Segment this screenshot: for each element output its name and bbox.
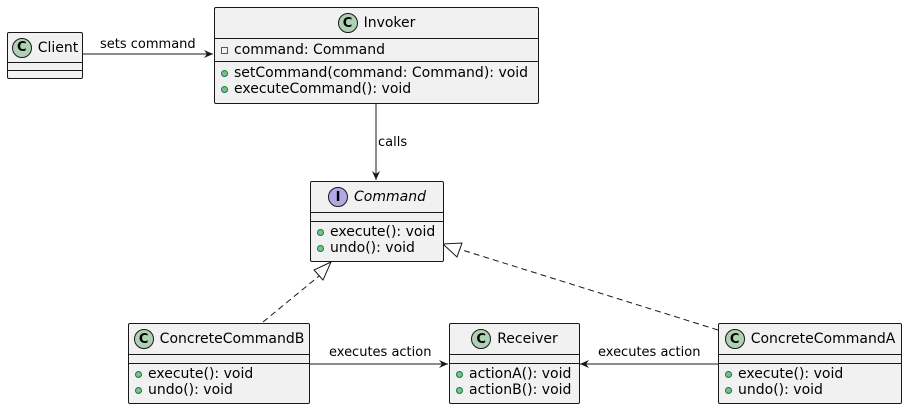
public-visibility-icon <box>221 69 228 77</box>
fields-section <box>450 355 579 364</box>
class-name: Client <box>37 39 79 56</box>
class-header: C ConcreteCommandA <box>719 324 901 355</box>
method-text: executeCommand(): void <box>234 81 412 97</box>
class-header: C Client <box>8 33 82 63</box>
label-calls: calls <box>378 135 408 150</box>
class-badge-icon: C <box>724 329 745 349</box>
class-badge-icon: C <box>133 329 154 349</box>
public-visibility-icon <box>135 386 142 394</box>
method-row: execute(): void <box>311 224 443 240</box>
label-sets-command: sets command <box>100 37 196 52</box>
class-header: C ConcreteCommandB <box>129 324 309 355</box>
realization-head-a <box>441 242 463 258</box>
class-header: I Command <box>311 182 443 213</box>
private-visibility-icon <box>221 46 228 54</box>
public-visibility-icon <box>456 370 463 378</box>
public-visibility-icon <box>456 386 463 394</box>
class-header: C Invoker <box>215 8 538 39</box>
label-executes-action-a: executes action <box>598 345 701 360</box>
class-header: C Receiver <box>450 324 579 355</box>
field-row: command: Command <box>215 42 538 58</box>
method-row: undo(): void <box>129 382 309 398</box>
class-name: Receiver <box>497 331 558 347</box>
methods-section: execute(): void undo(): void <box>311 222 443 258</box>
methods-section: setCommand(command: Command): void execu… <box>215 62 538 100</box>
method-text: setCommand(command: Command): void <box>234 65 529 81</box>
field-text: command: Command <box>234 42 385 58</box>
method-row: undo(): void <box>719 382 901 398</box>
methods-section <box>8 71 82 78</box>
methods-section: actionA(): void actionB(): void <box>450 364 579 400</box>
methods-section: execute(): void undo(): void <box>129 364 309 400</box>
interface-command: I Command execute(): void undo(): void <box>310 181 444 262</box>
method-text: execute(): void <box>738 366 844 382</box>
fields-section <box>311 213 443 222</box>
class-name: Invoker <box>363 15 416 31</box>
method-row: setCommand(command: Command): void <box>215 65 538 81</box>
method-text: undo(): void <box>738 382 823 398</box>
public-visibility-icon <box>221 85 228 93</box>
fields-section <box>719 355 901 364</box>
fields-section <box>8 63 82 71</box>
label-executes-action-b: executes action <box>329 345 432 360</box>
class-badge-icon: C <box>471 329 492 349</box>
method-row: actionB(): void <box>450 382 579 398</box>
class-concrete-command-b: C ConcreteCommandB execute(): void undo(… <box>128 323 310 404</box>
edge-b-realizes-command <box>262 275 320 323</box>
methods-section: execute(): void undo(): void <box>719 364 901 400</box>
class-invoker: C Invoker command: Command setCommand(co… <box>214 7 539 104</box>
fields-section: command: Command <box>215 39 538 62</box>
method-text: undo(): void <box>330 240 415 256</box>
method-text: actionB(): void <box>469 382 572 398</box>
public-visibility-icon <box>317 228 324 236</box>
method-text: execute(): void <box>330 224 436 240</box>
class-badge-icon: C <box>337 13 358 33</box>
method-row: undo(): void <box>311 240 443 256</box>
method-text: undo(): void <box>148 382 233 398</box>
method-text: actionA(): void <box>469 366 572 382</box>
public-visibility-icon <box>725 370 732 378</box>
class-badge-icon: C <box>11 37 32 58</box>
realization-head-b <box>313 260 333 281</box>
public-visibility-icon <box>317 244 324 252</box>
class-name: Command <box>354 189 426 205</box>
interface-badge-icon: I <box>328 187 349 207</box>
class-receiver: C Receiver actionA(): void actionB(): vo… <box>449 323 580 404</box>
edge-a-realizes-command <box>458 248 719 331</box>
class-name: ConcreteCommandB <box>159 331 305 347</box>
public-visibility-icon <box>135 370 142 378</box>
method-row: executeCommand(): void <box>215 81 538 97</box>
class-client: C Client <box>7 32 83 79</box>
class-name: ConcreteCommandA <box>750 331 896 347</box>
method-row: execute(): void <box>129 366 309 382</box>
fields-section <box>129 355 309 364</box>
method-text: execute(): void <box>148 366 254 382</box>
method-row: actionA(): void <box>450 366 579 382</box>
method-row: execute(): void <box>719 366 901 382</box>
public-visibility-icon <box>725 386 732 394</box>
class-concrete-command-a: C ConcreteCommandA execute(): void undo(… <box>718 323 902 404</box>
